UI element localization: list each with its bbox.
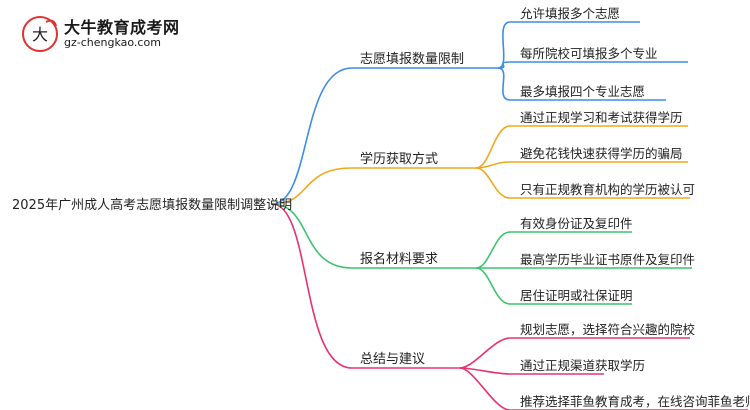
root-node[interactable]: 2025年广州成人高考志愿填报数量限制调整说明 (12, 198, 293, 213)
leaf-node[interactable]: 有效身份证及复印件 (520, 216, 633, 231)
branch-node[interactable]: 志愿填报数量限制 (360, 52, 465, 67)
leaf-connector (459, 337, 511, 369)
leaf-connector (475, 231, 511, 269)
leaf-connector (475, 267, 511, 305)
logo-url: gz-chengkao.com (64, 36, 161, 49)
leaf-node[interactable]: 推荐选择菲鱼教育成考，在线咨询菲鱼老师 (520, 394, 750, 409)
leaf-connector (459, 367, 511, 410)
leaf-node[interactable]: 每所院校可填报多个专业 (520, 46, 658, 61)
leaf-connector (497, 21, 511, 69)
leaf-connector (497, 67, 511, 101)
root-connector (271, 67, 353, 205)
leaf-node[interactable]: 只有正规教育机构的学历被认可 (520, 182, 696, 197)
root-connector (271, 203, 353, 369)
logo-name: 大牛教育成考网 (64, 18, 180, 37)
leaf-connector (475, 167, 511, 199)
leaf-node[interactable]: 最多填报四个专业志愿 (520, 84, 646, 99)
leaf-node[interactable]: 最高学历毕业证书原件及复印件 (520, 252, 696, 267)
leaf-connector (475, 125, 511, 169)
logo-mark-icon: 大 (20, 12, 60, 56)
leaf-node[interactable]: 允许填报多个志愿 (520, 6, 621, 21)
leaf-node[interactable]: 避免花钱快速获得学历的骗局 (520, 146, 683, 161)
branch-node[interactable]: 报名材料要求 (360, 252, 439, 267)
svg-text:大: 大 (32, 25, 48, 44)
leaf-node[interactable]: 居住证明或社保证明 (520, 288, 633, 303)
branch-node[interactable]: 学历获取方式 (360, 152, 439, 167)
leaf-node[interactable]: 规划志愿，选择符合兴趣的院校 (520, 322, 696, 337)
branch-node[interactable]: 总结与建议 (360, 352, 426, 367)
root-connector (271, 167, 353, 205)
leaf-node[interactable]: 通过正规渠道获取学历 (520, 358, 646, 373)
leaf-node[interactable]: 通过正规学习和考试获得学历 (520, 110, 683, 125)
root-connector (271, 203, 353, 269)
site-logo[interactable]: 大 大牛教育成考网 gz-chengkao.com (20, 10, 260, 58)
